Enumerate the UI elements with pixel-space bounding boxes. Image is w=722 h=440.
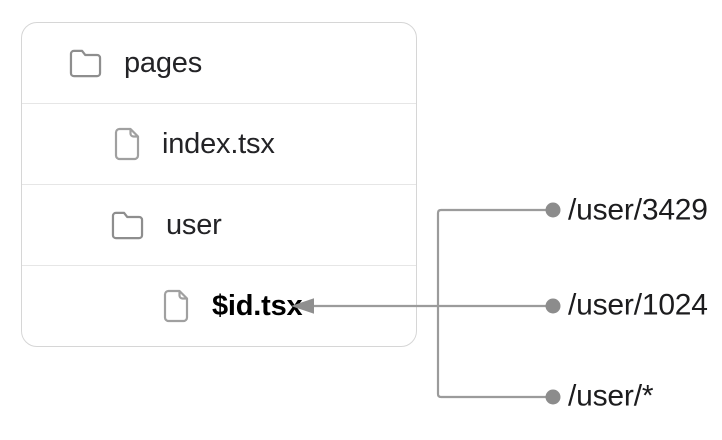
route-label: /user/1024 <box>568 288 708 322</box>
file-icon <box>114 127 140 161</box>
route-label: /user/3429 <box>568 193 708 227</box>
tree-row-label: index.tsx <box>162 127 275 160</box>
tree-row-label: user <box>166 208 222 241</box>
file-tree-card: pages index.tsx user $id.tsx <box>21 22 417 347</box>
route-dot <box>545 298 561 314</box>
route-dot <box>545 202 561 218</box>
file-icon <box>163 289 189 323</box>
connector-trunk <box>436 208 553 399</box>
tree-row-index: index.tsx <box>22 103 416 184</box>
tree-row-label: $id.tsx <box>212 289 303 322</box>
folder-icon <box>111 211 144 239</box>
tree-row-id: $id.tsx <box>22 265 416 346</box>
tree-row-pages: pages <box>22 23 416 103</box>
route-label: /user/* <box>568 379 654 413</box>
route-dot <box>545 389 561 405</box>
tree-row-label: pages <box>124 46 203 79</box>
tree-row-user: user <box>22 184 416 265</box>
folder-icon <box>69 49 102 77</box>
